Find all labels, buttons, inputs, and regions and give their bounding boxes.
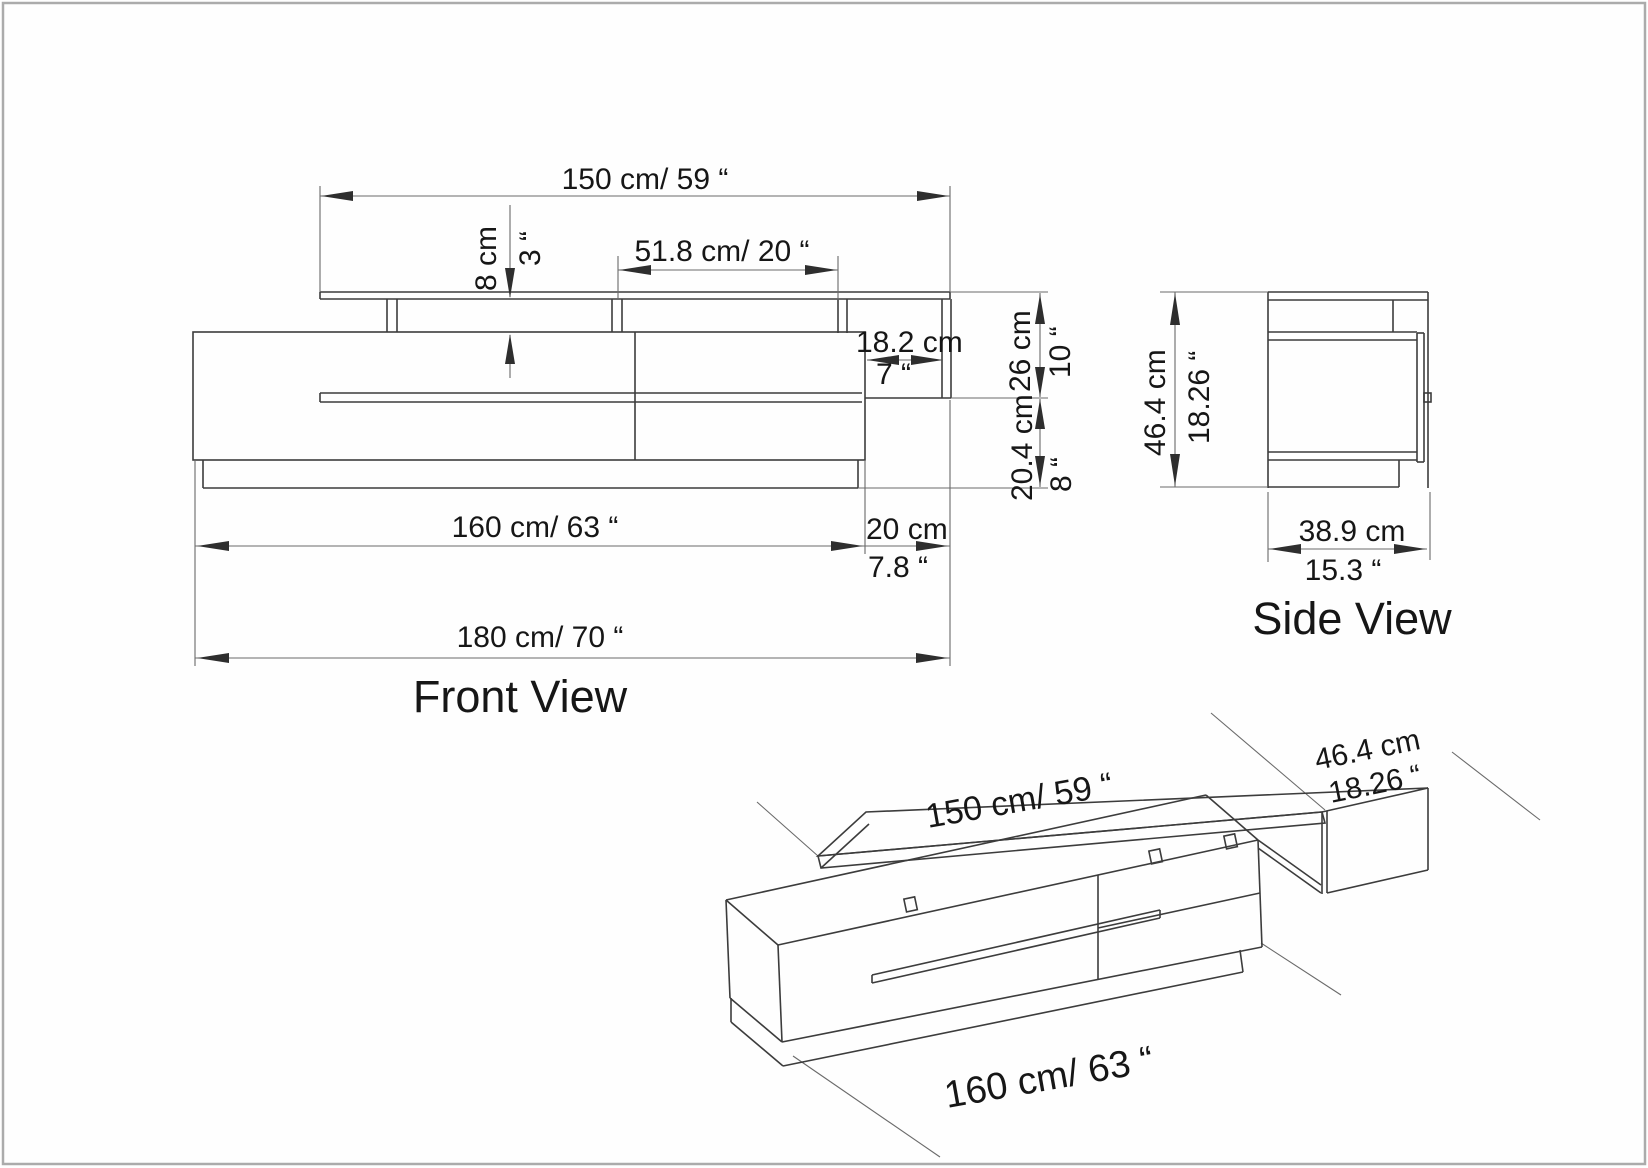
iso-extension-lines xyxy=(756,712,1541,1158)
front-extension-lines xyxy=(194,186,1048,666)
side-dim-depth-cm: 38.9 cm xyxy=(1299,515,1406,548)
front-dim-body-width: 160 cm/ 63 “ xyxy=(452,511,619,544)
front-dim-upper-in: 10 “ xyxy=(1044,326,1077,378)
iso-dim-body-length: 160 cm/ 63 “ xyxy=(941,1039,1156,1117)
front-open-niche xyxy=(865,299,952,399)
front-dim-overhang-cm: 20 cm xyxy=(866,513,948,546)
front-dim-total-width: 180 cm/ 70 “ xyxy=(457,621,624,654)
side-view: 46.4 cm 18.26 “ 38.9 cm 15.3 “ Side View xyxy=(1139,291,1452,644)
front-dim-lower-cm: 20.4 cm xyxy=(1006,394,1039,501)
side-dimension-lines xyxy=(1170,292,1427,554)
iso-shelf-supports xyxy=(902,832,1239,913)
isometric-view: 150 cm/ 59 “ 46.4 cm 18.26 “ 160 cm/ 63 … xyxy=(725,712,1541,1158)
side-extension-lines xyxy=(1160,291,1431,562)
side-dim-height-cm: 46.4 cm xyxy=(1139,349,1172,456)
iso-open-compartment xyxy=(1257,788,1429,894)
front-view-title: Front View xyxy=(413,671,628,722)
front-shelf-outline xyxy=(319,291,951,300)
front-dim-overhang-in: 7.8 “ xyxy=(868,551,928,584)
front-view: 150 cm/ 59 “ 8 cm 3 “ 51.8 cm/ 20 “ 18.2… xyxy=(192,163,1078,722)
side-dim-depth-in: 15.3 “ xyxy=(1305,554,1382,587)
iso-cabinet xyxy=(725,794,1263,1067)
front-dim-niche-in: 7 “ xyxy=(876,358,911,391)
front-cabinet-body xyxy=(192,331,866,461)
front-dim-niche-cm: 18.2 cm xyxy=(856,326,963,359)
front-dim-upper-cm: 26 cm xyxy=(1004,310,1037,392)
front-dim-gap-cm: 8 cm xyxy=(470,226,503,291)
iso-dim-length: 150 cm/ 59 “ xyxy=(923,766,1116,836)
front-dim-shelf-clearance: 51.8 cm/ 20 “ xyxy=(634,235,809,268)
front-dim-gap-in: 3 “ xyxy=(514,231,547,266)
front-dim-top-width: 150 cm/ 59 “ xyxy=(562,163,729,196)
front-plinth xyxy=(202,460,859,489)
side-handle xyxy=(1423,392,1432,403)
side-outline xyxy=(1267,291,1432,488)
front-dimension-lines xyxy=(195,191,1045,663)
front-dim-lower-in: 8 “ xyxy=(1045,457,1078,492)
side-dim-height-in: 18.26 “ xyxy=(1183,351,1216,444)
front-shelf-supports xyxy=(386,299,848,333)
side-view-title: Side View xyxy=(1252,593,1452,644)
